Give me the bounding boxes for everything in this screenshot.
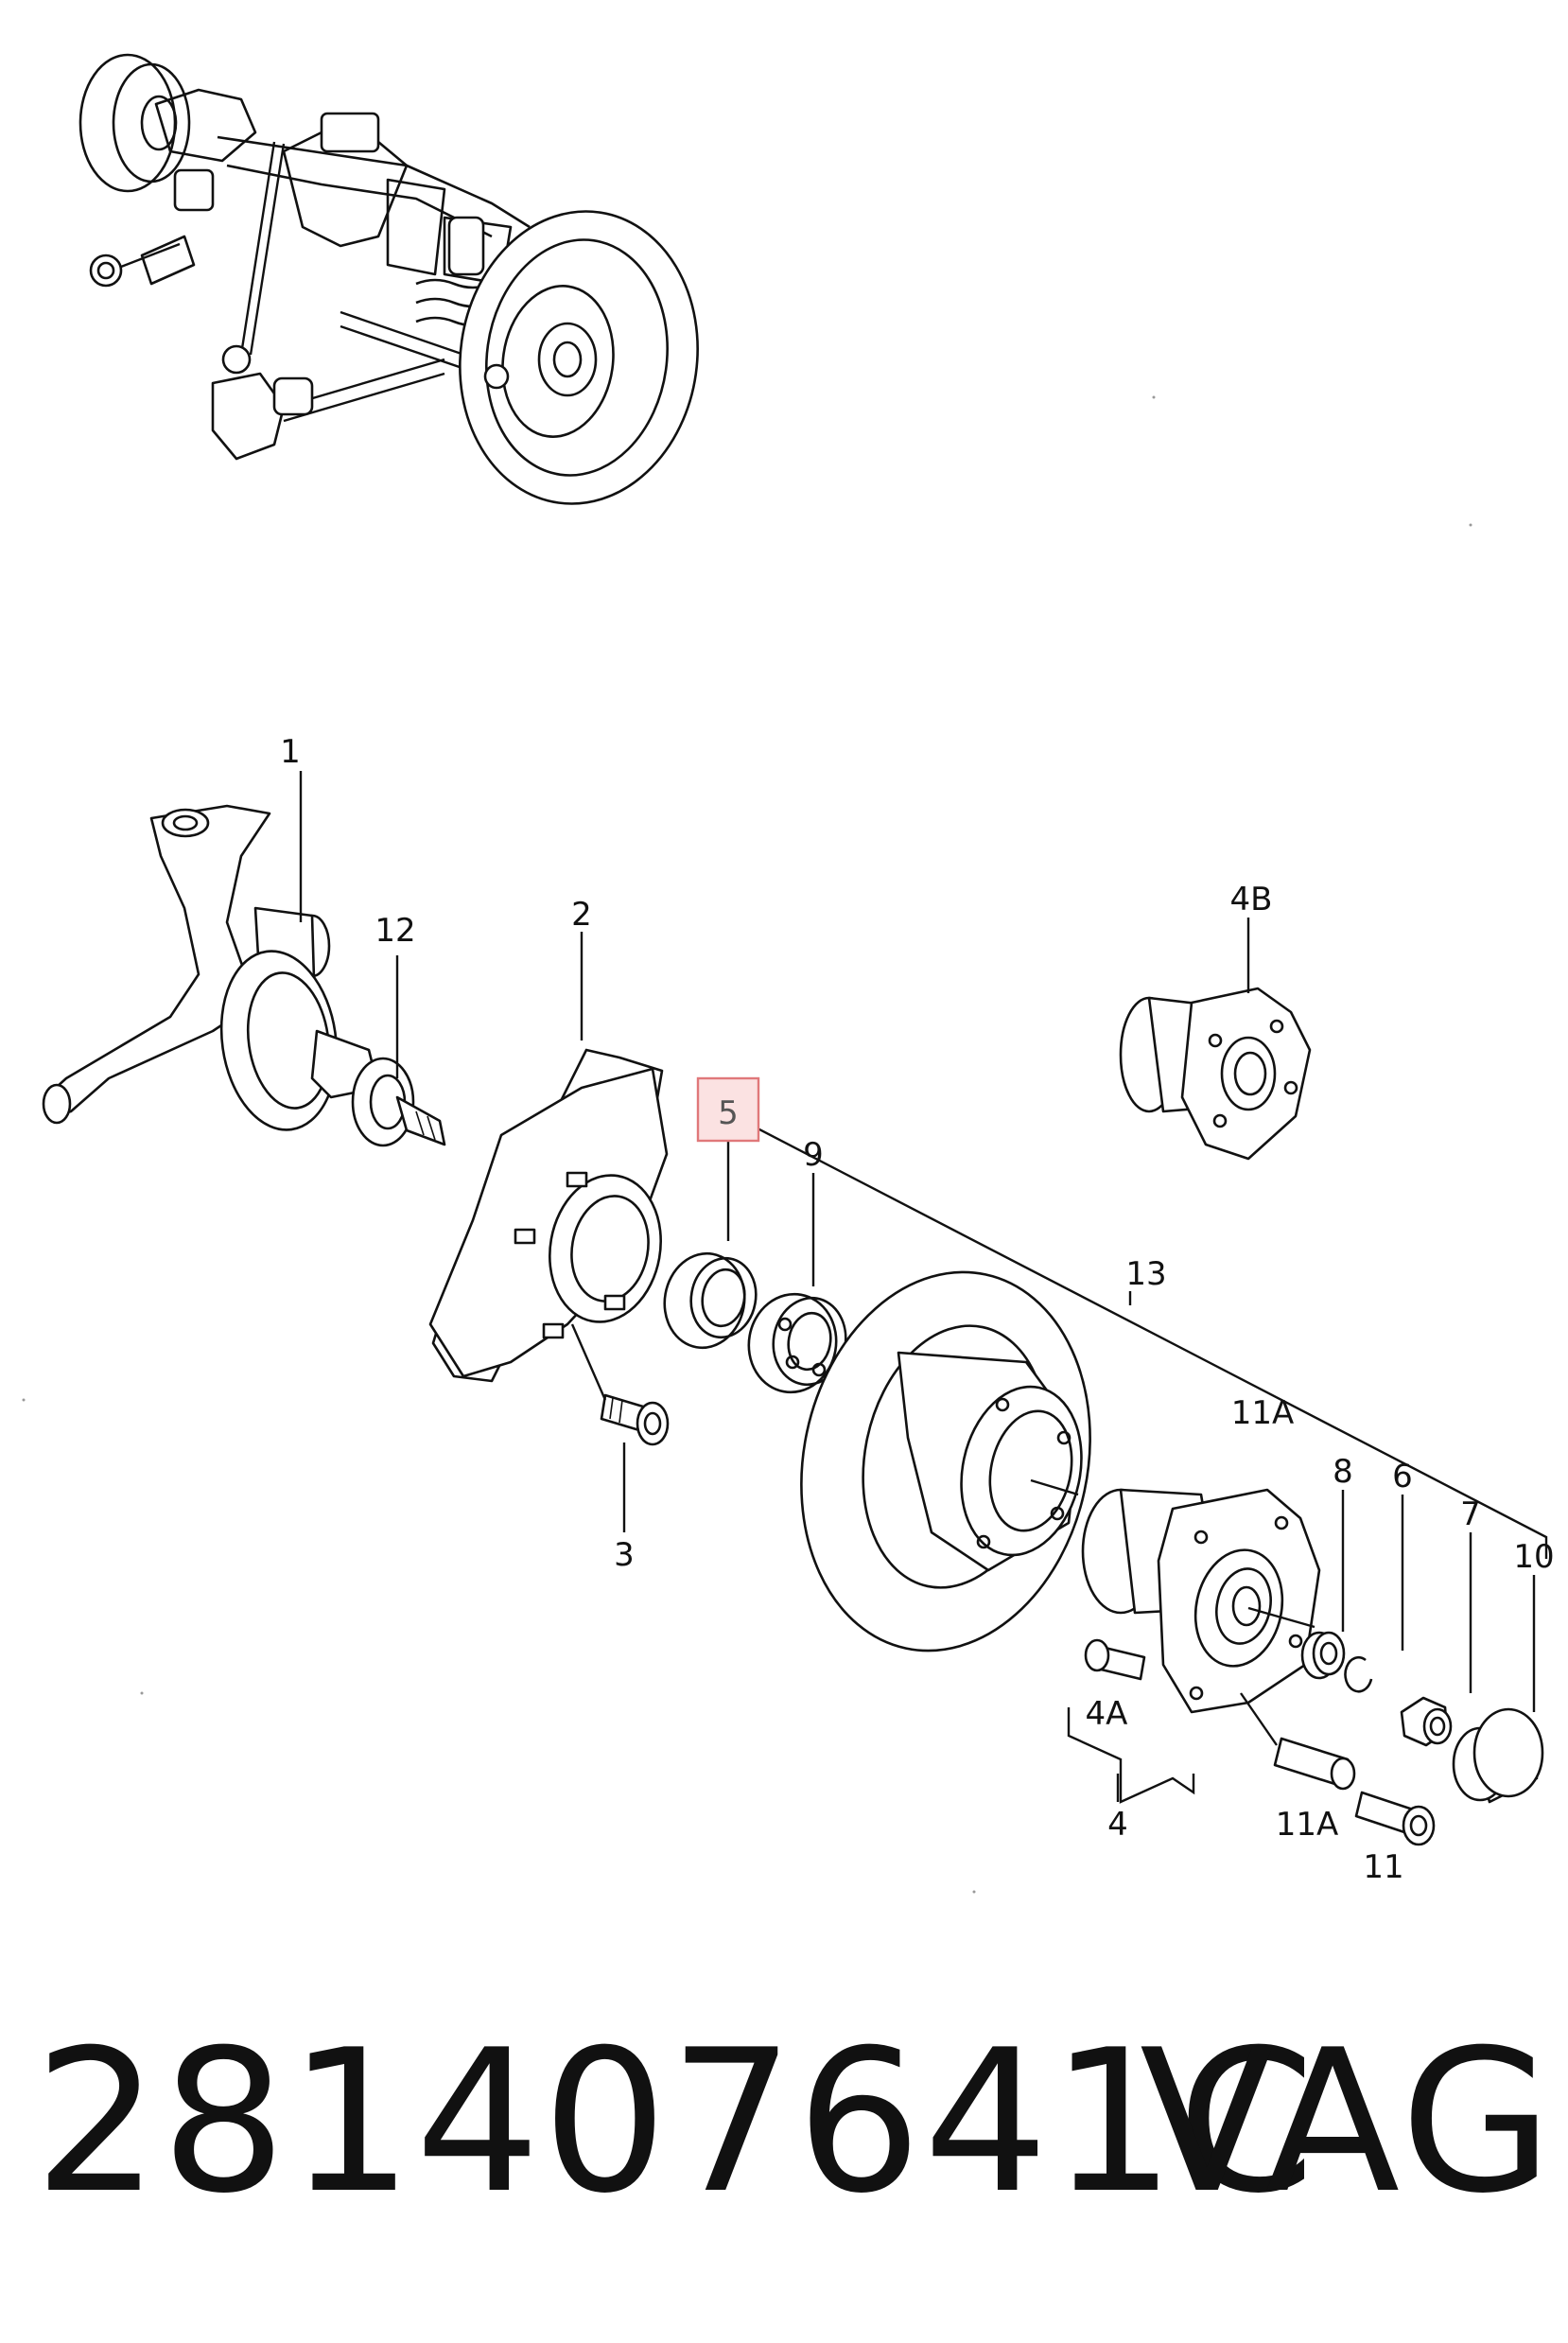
callout-4b: 4B bbox=[1230, 881, 1273, 918]
small-parts bbox=[1240, 1490, 1544, 1846]
part-number-text: 281407641C bbox=[34, 2008, 1317, 2237]
callout-11a-top: 11A bbox=[1231, 1394, 1295, 1432]
callout-8: 8 bbox=[1333, 1453, 1353, 1491]
callout-11a-bottom: 11A bbox=[1276, 1806, 1339, 1844]
bearing-part-9 bbox=[747, 1173, 847, 1394]
callout-6: 6 bbox=[1392, 1458, 1413, 1495]
bolt-part-3 bbox=[570, 1323, 670, 1532]
callout-10: 10 bbox=[1513, 1538, 1554, 1576]
callout-9: 9 bbox=[803, 1136, 824, 1174]
splash-shield-part-2 bbox=[428, 932, 669, 1383]
callout-7: 7 bbox=[1460, 1495, 1481, 1533]
callout-5: 5 bbox=[718, 1094, 739, 1132]
callout-1: 1 bbox=[280, 733, 301, 771]
wheel-hub-part-4b bbox=[1119, 918, 1312, 1161]
wheel-hub-part-4 bbox=[1081, 1488, 1321, 1714]
brand-text: VAG bbox=[1140, 2008, 1557, 2237]
callout-4: 4 bbox=[1107, 1806, 1128, 1844]
callout-2: 2 bbox=[571, 896, 592, 934]
axle-overview-illustration bbox=[78, 53, 699, 505]
callout-12: 12 bbox=[375, 912, 415, 950]
callout-13: 13 bbox=[1125, 1255, 1166, 1293]
scan-specks bbox=[22, 395, 1472, 1894]
callout-labels: 1 12 2 5 9 3 13 4B 11A 8 6 7 10 4A 4 11A… bbox=[280, 733, 1554, 1886]
callout-11: 11 bbox=[1363, 1848, 1403, 1886]
seal-part-5 bbox=[663, 1140, 758, 1350]
callout-3: 3 bbox=[614, 1536, 635, 1574]
brake-disc bbox=[800, 1270, 1091, 1652]
callout-4a: 4A bbox=[1086, 1695, 1128, 1733]
highlight-box bbox=[696, 1076, 760, 1143]
steering-knuckle-part-1 bbox=[42, 771, 446, 1147]
